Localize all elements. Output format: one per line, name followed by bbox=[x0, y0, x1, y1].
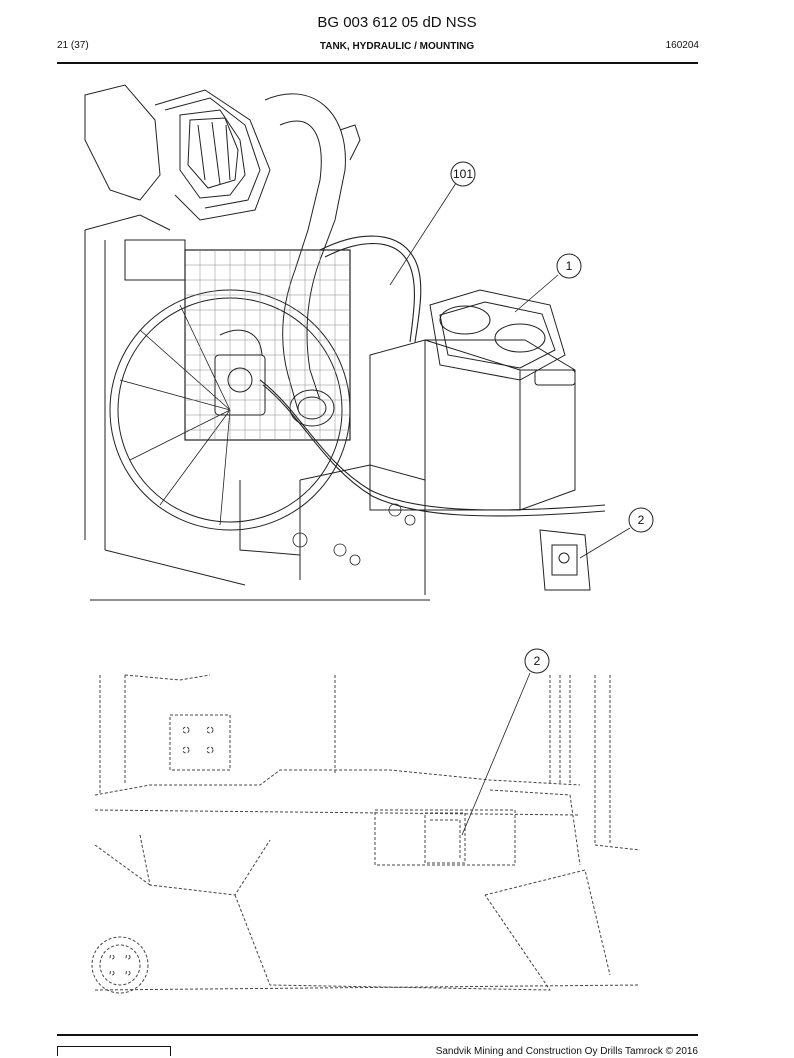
date-code: 160204 bbox=[665, 40, 699, 51]
footer-rule bbox=[57, 1034, 698, 1036]
document-number: BG 003 612 05 dD NSS bbox=[317, 14, 477, 31]
callout-label-2-bottom: 2 bbox=[534, 654, 541, 668]
footer-copyright: Sandvik Mining and Construction Oy Drill… bbox=[435, 1046, 698, 1057]
figure-top-hydraulic-tank: 101 1 2 bbox=[80, 80, 654, 605]
page-count: 21 (37) bbox=[57, 40, 89, 51]
page-title: TANK, HYDRAULIC / MOUNTING bbox=[319, 41, 475, 52]
header-rule bbox=[57, 62, 698, 64]
callout-circle-101 bbox=[450, 161, 476, 187]
callout-label-1: 1 bbox=[566, 259, 573, 273]
figure-bottom-mounting-bracket: 2 bbox=[90, 645, 650, 1010]
sandvik-logo bbox=[57, 1046, 171, 1056]
callout-circle-1 bbox=[556, 253, 582, 279]
callout-circle-2-top bbox=[628, 507, 654, 533]
callout-label-2-top: 2 bbox=[638, 513, 645, 527]
callout-circle-2-bottom bbox=[524, 648, 550, 674]
callout-label-101: 101 bbox=[453, 167, 473, 181]
